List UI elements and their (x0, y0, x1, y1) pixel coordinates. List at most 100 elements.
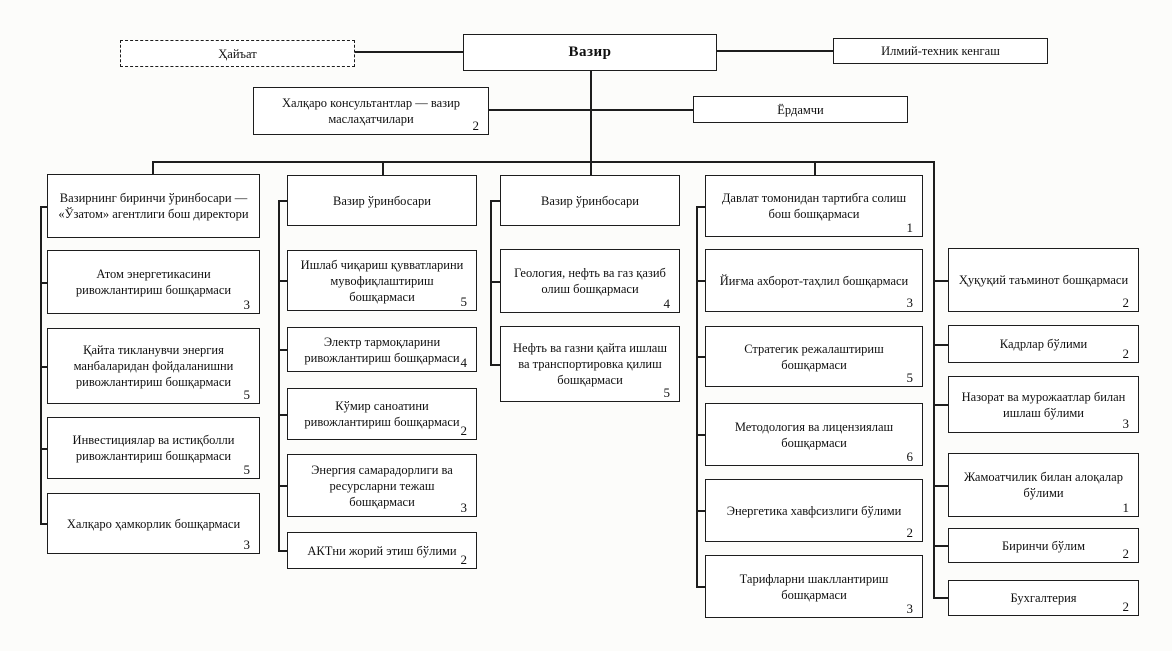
org-box-energetika-xavfsizligi: Энергетика хавфсизлиги бўлими 2 (705, 479, 923, 542)
connector-vazir-ilmiy (717, 50, 833, 52)
org-box-label: Методология ва лицензиялаш бошқармаси (734, 419, 894, 450)
connector-col4-s3 (696, 356, 705, 358)
org-box-label: Нефть ва газни қайта ишлаш ва транспорти… (513, 341, 667, 387)
connector-col3-s2 (490, 281, 500, 283)
connector-col4-s5 (696, 510, 705, 512)
staff-count: 1 (1122, 500, 1130, 516)
org-box-energiya-samaradorligi: Энергия самарадорлиги ва ресурсларни теж… (287, 454, 477, 517)
org-box-kumir-sanoati: Кўмир саноатини ривожлантириш бошқармаси… (287, 388, 477, 440)
org-box-label: Кўмир саноатини ривожлантириш бошқармаси (304, 399, 460, 429)
org-box-geologiya-neft-gaz: Геология, нефть ва газ қазиб олиш бошқар… (500, 249, 680, 313)
org-box-label: Кадрлар бўлими (999, 337, 1088, 351)
connector-col5-s4 (933, 485, 948, 487)
org-box-davlat-tartibga-solish: Давлат томонидан тартибга солиш бош бошқ… (705, 175, 923, 237)
org-box-label: Қайта тикланувчи энергия манбаларидан фо… (73, 343, 234, 389)
staff-count: 5 (906, 370, 914, 386)
connector-col2-s4 (278, 414, 287, 416)
connector-col4-s1 (696, 206, 705, 208)
org-box-label: Илмий-техник кенгаш (881, 44, 1000, 58)
org-box-vazir-urinbosari-2: Вазир ўринбосари (500, 175, 680, 226)
staff-count: 3 (243, 537, 251, 553)
org-box-xalqaro-hamkorlik: Халқаро ҳамкорлик бошқармаси 3 (47, 493, 260, 554)
org-box-label: Энергия самарадорлиги ва ресурсларни теж… (311, 462, 453, 509)
connector-col5-s1 (933, 280, 948, 282)
staff-count: 3 (1122, 416, 1130, 432)
staff-count: 3 (460, 500, 468, 516)
connector-col5-s6 (933, 597, 948, 599)
org-box-strategik-rejalashtirish: Стратегик режалаштириш бошқармаси 5 (705, 326, 923, 387)
org-box-label: Ҳайъат (218, 46, 257, 61)
connector-col3-s3 (490, 364, 500, 366)
staff-count: 5 (243, 462, 251, 478)
org-box-tariflar-shakllantirish: Тарифларни шакллантириш бошқармаси 3 (705, 555, 923, 618)
org-box-xalqaro-konsultantlar: Халқаро консультантлар — вазир маслаҳатч… (253, 87, 489, 135)
org-box-label: Вазир ўринбосари (333, 193, 431, 208)
connector-stub-col4 (814, 161, 816, 175)
org-box-akt-joriy-etish: АКТни жорий этиш бўлими 2 (287, 532, 477, 569)
org-box-label: Стратегик режалаштириш бошқармаси (744, 341, 884, 372)
org-box-ishlab-chiqarish-quvvatlari: Ишлаб чиқариш қувватларини мувофиқлаштир… (287, 250, 477, 311)
org-box-label: Электр тармоқларини ривожлантириш бошқар… (304, 334, 460, 365)
staff-count: 1 (906, 220, 914, 236)
connector-col2-s5 (278, 485, 287, 487)
connector-col1-trunk (40, 206, 42, 523)
org-box-jamoatchilik-aloqalar: Жамоатчилик билан алоқалар бўлими 1 (948, 453, 1139, 517)
connector-stub-col2 (382, 161, 384, 175)
org-box-label: Ёрдамчи (777, 102, 824, 117)
org-box-label: Инвестициялар ва истиқболли ривожлантири… (72, 433, 235, 463)
org-box-hayat: Ҳайъат (120, 40, 355, 67)
staff-count: 2 (460, 552, 468, 568)
org-box-label: Жамоатчилик билан алоқалар бўлими (964, 470, 1123, 500)
org-box-qayta-tiklanuvchi-energiya: Қайта тикланувчи энергия манбаларидан фо… (47, 328, 260, 404)
org-box-label: Атом энергетикасини ривожлантириш бошқар… (75, 267, 232, 297)
staff-count: 2 (1122, 599, 1130, 615)
org-box-label: Геология, нефть ва газ қазиб олиш бошқар… (514, 266, 666, 296)
org-box-yordamchi: Ёрдамчи (693, 96, 908, 123)
connector-vazir-trunk (590, 71, 592, 175)
org-box-atom-energetika: Атом энергетикасини ривожлантириш бошқар… (47, 250, 260, 314)
staff-count: 2 (1122, 546, 1130, 562)
connector-stub-col1 (152, 161, 154, 174)
org-box-birinchi-urinbosari: Вазирнинг биринчи ўринбосари — «Ўзатом» … (47, 174, 260, 238)
org-box-nazorat-murojaatlar: Назорат ва мурожаатлар билан ишлаш бўлим… (948, 376, 1139, 433)
connector-col5-trunk (933, 161, 935, 598)
org-box-label: Ҳуқуқий таъминот бошқармаси (958, 273, 1129, 287)
connector-col3-s1 (490, 200, 500, 202)
org-box-buxgalteriya: Бухгалтерия 2 (948, 580, 1139, 616)
org-box-label: АКТни жорий этиш бўлими (307, 543, 457, 558)
staff-count: 4 (663, 296, 671, 312)
org-box-ilmiy-texnik-kengash: Илмий-техник кенгаш (833, 38, 1048, 64)
connector-xalqaro-yordamchi (489, 109, 693, 111)
staff-count: 2 (1122, 346, 1130, 362)
staff-count: 4 (460, 355, 468, 371)
connector-col4-trunk (696, 206, 698, 586)
org-box-kadrlar-bulimi: Кадрлар бўлими 2 (948, 325, 1139, 363)
connector-col4-s4 (696, 434, 705, 436)
org-box-label: Давлат томонидан тартибга солиш бош бошқ… (721, 191, 907, 221)
staff-count: 2 (1122, 295, 1130, 311)
staff-count: 5 (460, 294, 468, 310)
staff-count: 2 (906, 525, 914, 541)
staff-count: 5 (663, 385, 671, 401)
connector-col1-s3 (40, 366, 48, 368)
connector-col1-s4 (40, 448, 48, 450)
org-box-investitsiyalar: Инвестициялар ва истиқболли ривожлантири… (47, 417, 260, 479)
connector-col1-s2 (40, 282, 48, 284)
org-box-label: Вазир (568, 43, 612, 60)
org-box-label: Халқаро консультантлар — вазир маслаҳатч… (281, 96, 461, 126)
staff-count: 3 (906, 295, 914, 311)
org-box-huquqiy-taminot: Ҳуқуқий таъминот бошқармаси 2 (948, 248, 1139, 312)
org-box-metodologiya-litsenziyalash: Методология ва лицензиялаш бошқармаси 6 (705, 403, 923, 466)
connector-col1-s5 (40, 523, 48, 525)
connector-col2-s3 (278, 349, 287, 351)
staff-count: 2 (472, 118, 480, 134)
org-box-neft-gaz-qayta-ishlash: Нефть ва газни қайта ишлаш ва транспорти… (500, 326, 680, 402)
staff-count: 3 (243, 297, 251, 313)
org-box-label: Бухгалтерия (1010, 591, 1077, 605)
org-box-elektr-tarmoqlari: Электр тармоқларини ривожлантириш бошқар… (287, 327, 477, 372)
connector-col1-s1 (40, 206, 48, 208)
connector-col2-trunk (278, 200, 280, 550)
connector-col4-s2 (696, 280, 705, 282)
connector-col2-s2 (278, 280, 287, 282)
